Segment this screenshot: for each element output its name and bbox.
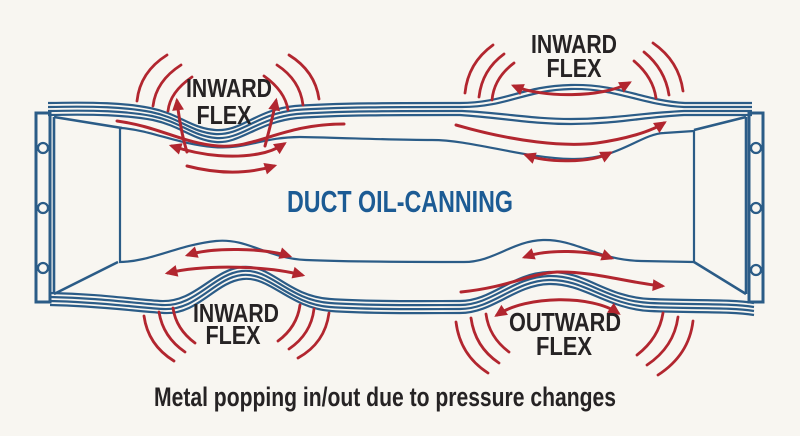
double-arrow xyxy=(522,151,613,164)
flex-arc xyxy=(142,314,176,363)
flex-arc xyxy=(287,53,321,101)
flex-label-line: INWARD xyxy=(186,73,272,103)
left-flange xyxy=(34,111,52,304)
duct-opening-right xyxy=(692,115,748,296)
sheet-line xyxy=(47,113,752,144)
flex-arc xyxy=(262,74,290,112)
double-arrow xyxy=(164,265,306,279)
flex-arc xyxy=(287,307,316,351)
label-bottom-left: INWARD FLEX xyxy=(193,298,279,350)
sheet-line xyxy=(49,265,755,305)
flex-arc xyxy=(490,61,516,102)
label-top-left: INWARD FLEX xyxy=(186,73,272,130)
diagram-text: INWARD FLEX INWARD FLEX INWARD FLEX OUTW… xyxy=(154,29,621,412)
flex-arc xyxy=(656,319,695,377)
sheet-line xyxy=(49,269,755,309)
double-arrow xyxy=(494,298,621,317)
double-arrow xyxy=(510,81,632,97)
flex-arc xyxy=(477,52,506,99)
flex-arc xyxy=(469,316,501,365)
diagram-caption: Metal popping in/out due to pressure cha… xyxy=(154,382,616,412)
flange-plate xyxy=(747,111,765,304)
flex-arc xyxy=(484,312,511,354)
flex-arc xyxy=(135,53,169,103)
perspective-line xyxy=(693,260,747,296)
label-bottom-right: OUTWARD FLEX xyxy=(509,307,621,361)
flex-arc xyxy=(454,320,490,375)
double-arrow xyxy=(184,246,293,259)
bolt-hole xyxy=(36,201,50,215)
double-arrow xyxy=(521,248,615,261)
diagram-title: DUCT OIL-CANNING xyxy=(287,184,513,219)
flex-arc xyxy=(645,315,680,367)
flex-arc xyxy=(157,310,187,354)
flex-arc xyxy=(632,59,658,100)
flex-label-line: INWARD xyxy=(531,29,617,59)
bolt-hole xyxy=(36,261,50,275)
flex-label-line: FLEX xyxy=(536,331,593,361)
perspective-line xyxy=(693,115,747,132)
right-flange xyxy=(747,111,765,304)
flex-arrows xyxy=(115,41,695,377)
flex-label-line: FLEX xyxy=(197,100,253,130)
perspective-line xyxy=(53,115,123,130)
label-top-right: INWARD FLEX xyxy=(531,29,617,83)
flex-group-bottom-left xyxy=(142,246,331,363)
bolt-hole xyxy=(749,141,763,155)
flex-arc xyxy=(275,63,305,107)
bolt-hole xyxy=(36,141,50,155)
flex-label-line: OUTWARD xyxy=(509,307,621,337)
bolt-hole xyxy=(749,201,763,215)
flex-arc xyxy=(296,311,331,360)
perspective-line xyxy=(53,260,119,296)
flange-plate xyxy=(34,111,52,304)
flex-arc xyxy=(166,75,194,113)
flow-arrow xyxy=(459,270,666,294)
flex-group-bottom-right xyxy=(454,248,695,377)
bolt-hole xyxy=(749,263,763,277)
flex-group-top-left xyxy=(115,53,346,175)
flex-arc xyxy=(171,306,197,345)
flex-label-line: FLEX xyxy=(547,53,603,83)
flex-group-top-right xyxy=(454,41,685,164)
flex-arc xyxy=(276,303,302,343)
flex-arc xyxy=(635,311,665,357)
flow-arrow xyxy=(185,163,278,175)
duct-opening-left xyxy=(52,115,123,296)
flex-arc xyxy=(642,50,671,97)
double-arrow xyxy=(168,142,287,158)
flex-arc xyxy=(463,43,495,95)
flex-label-line: INWARD xyxy=(193,298,279,328)
flex-label-line: FLEX xyxy=(206,320,262,350)
interior-bottom-edge xyxy=(118,238,695,264)
flex-arc xyxy=(151,63,183,108)
sheet-line xyxy=(47,109,752,140)
flex-arc xyxy=(651,41,685,93)
flow-arrow xyxy=(454,121,667,146)
